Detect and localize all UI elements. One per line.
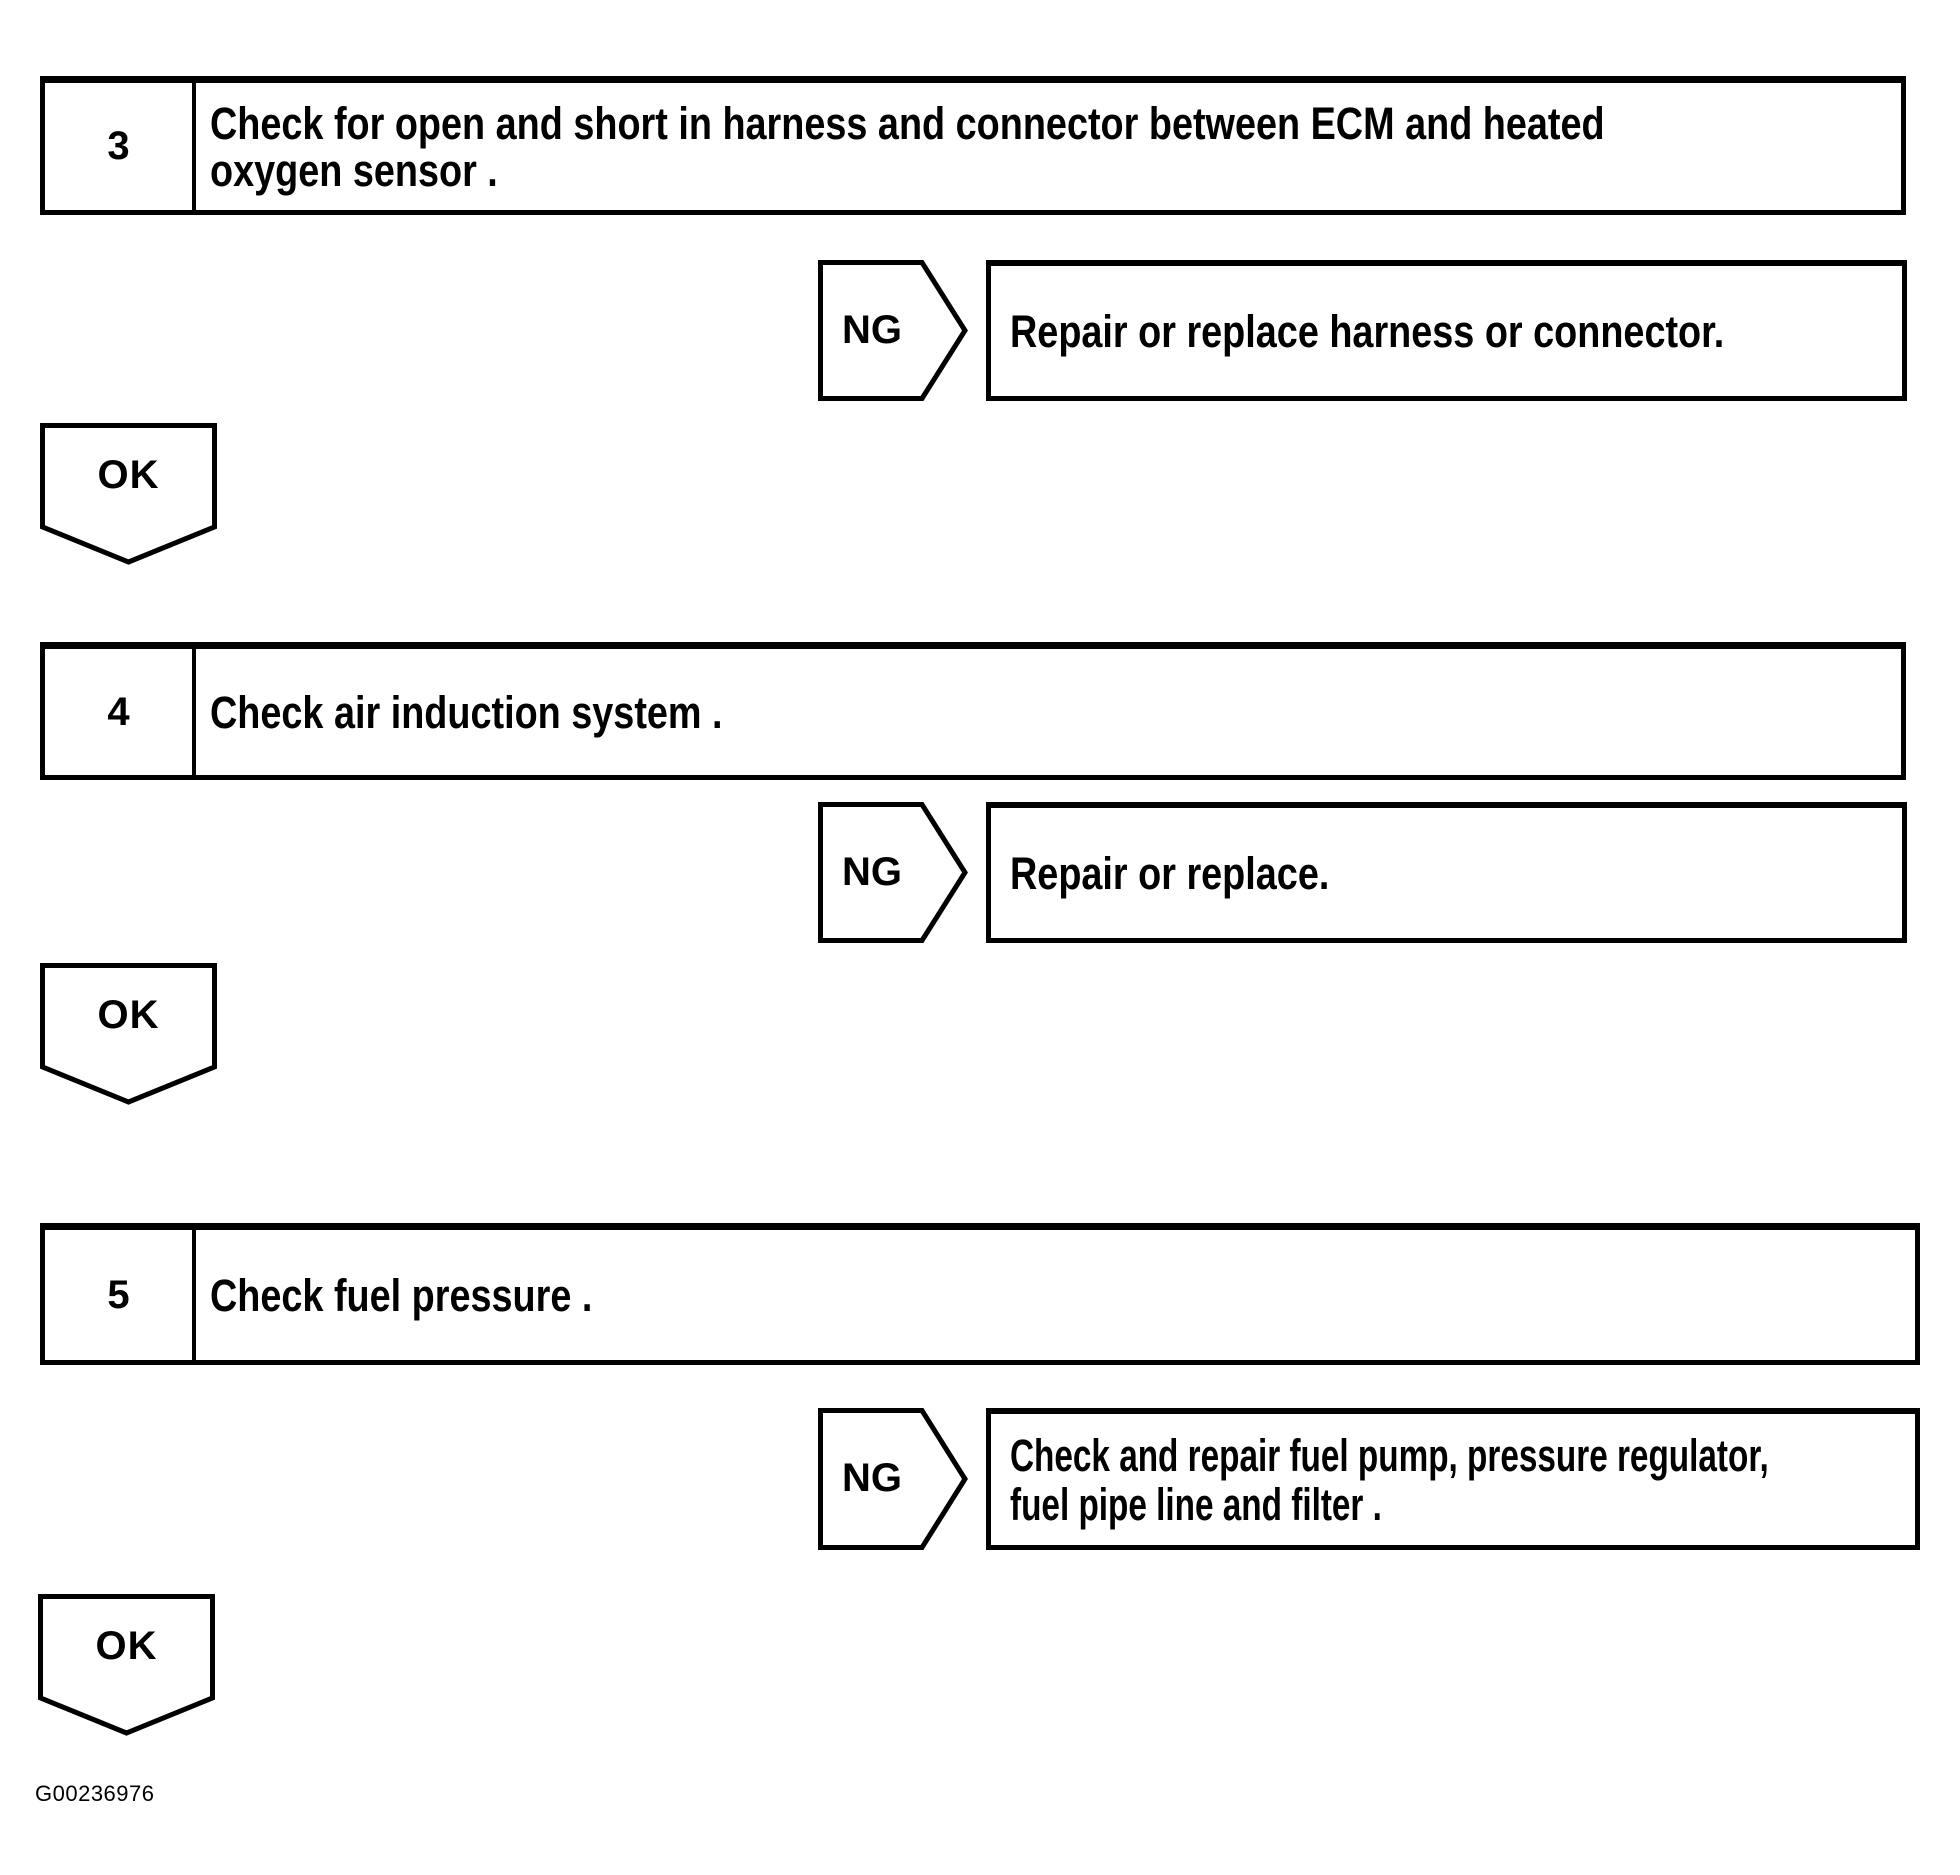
step-description-5: Check fuel pressure . [210, 1272, 592, 1319]
figure-code: G00236976 [35, 1781, 155, 1806]
ng-action-box-4: Repair or replace. [986, 802, 1907, 943]
ok-label-4: OK [97, 992, 160, 1037]
step-box-4: 4 Check air induction system . [40, 642, 1906, 780]
ng-pentagon-5: NG [818, 1408, 968, 1550]
ng-pentagon-4: NG [818, 802, 968, 943]
step-description-3-line-2: oxygen sensor . [210, 144, 498, 196]
ok-pentagon-4: OK [40, 963, 217, 1105]
ng-label-3: NG [842, 308, 902, 352]
ok-arrow-shape-icon [38, 1594, 215, 1736]
ng-action-4: Repair or replace. [1010, 850, 1329, 897]
step-description-cell-3: Check for open and short in harness and … [196, 83, 1901, 210]
step-description-4: Check air induction system . [210, 689, 723, 736]
ng-action-5: Check and repair fuel pump, pressure reg… [1010, 1431, 1769, 1529]
ng-label-5: NG [842, 1456, 902, 1500]
ng-arrow-shape-icon [818, 802, 968, 943]
step-box-5: 5 Check fuel pressure . [40, 1223, 1920, 1365]
ng-arrow-shape-icon [818, 260, 968, 401]
ok-pentagon-3: OK [40, 423, 217, 565]
ng-action-3-line-1: Repair or replace harness or connector. [1010, 305, 1725, 357]
ng-action-box-5: Check and repair fuel pump, pressure reg… [986, 1408, 1920, 1550]
ng-action-4-line-1: Repair or replace. [1010, 847, 1330, 899]
ok-arrow-shape-icon [40, 963, 217, 1105]
step-description-cell-5: Check fuel pressure . [196, 1230, 1915, 1360]
ng-action-5-line-1: Check and repair fuel pump, pressure reg… [1010, 1429, 1769, 1481]
step-number-5: 5 [45, 1230, 196, 1360]
ng-pentagon-3: NG [818, 260, 968, 401]
ng-action-5-line-2: fuel pipe line and filter . [1010, 1478, 1382, 1530]
ok-arrow-shape-icon [40, 423, 217, 565]
step-box-3: 3 Check for open and short in harness an… [40, 76, 1906, 215]
ok-label-3: OK [97, 452, 160, 497]
step-description-4-line-1: Check air induction system . [210, 686, 723, 738]
ng-arrow-shape-icon [818, 1408, 968, 1550]
step-description-5-line-1: Check fuel pressure . [210, 1269, 593, 1321]
ng-action-3: Repair or replace harness or connector. [1010, 308, 1724, 355]
step-description-3-line-1: Check for open and short in harness and … [210, 97, 1605, 149]
ng-label-4: NG [842, 850, 902, 894]
step-description-3: Check for open and short in harness and … [210, 100, 1605, 194]
step-description-cell-4: Check air induction system . [196, 649, 1901, 775]
ok-pentagon-5: OK [38, 1594, 215, 1736]
ok-label-5: OK [95, 1623, 158, 1668]
ng-action-box-3: Repair or replace harness or connector. [986, 260, 1907, 401]
step-number-4: 4 [45, 649, 196, 775]
step-number-3: 3 [45, 83, 196, 210]
